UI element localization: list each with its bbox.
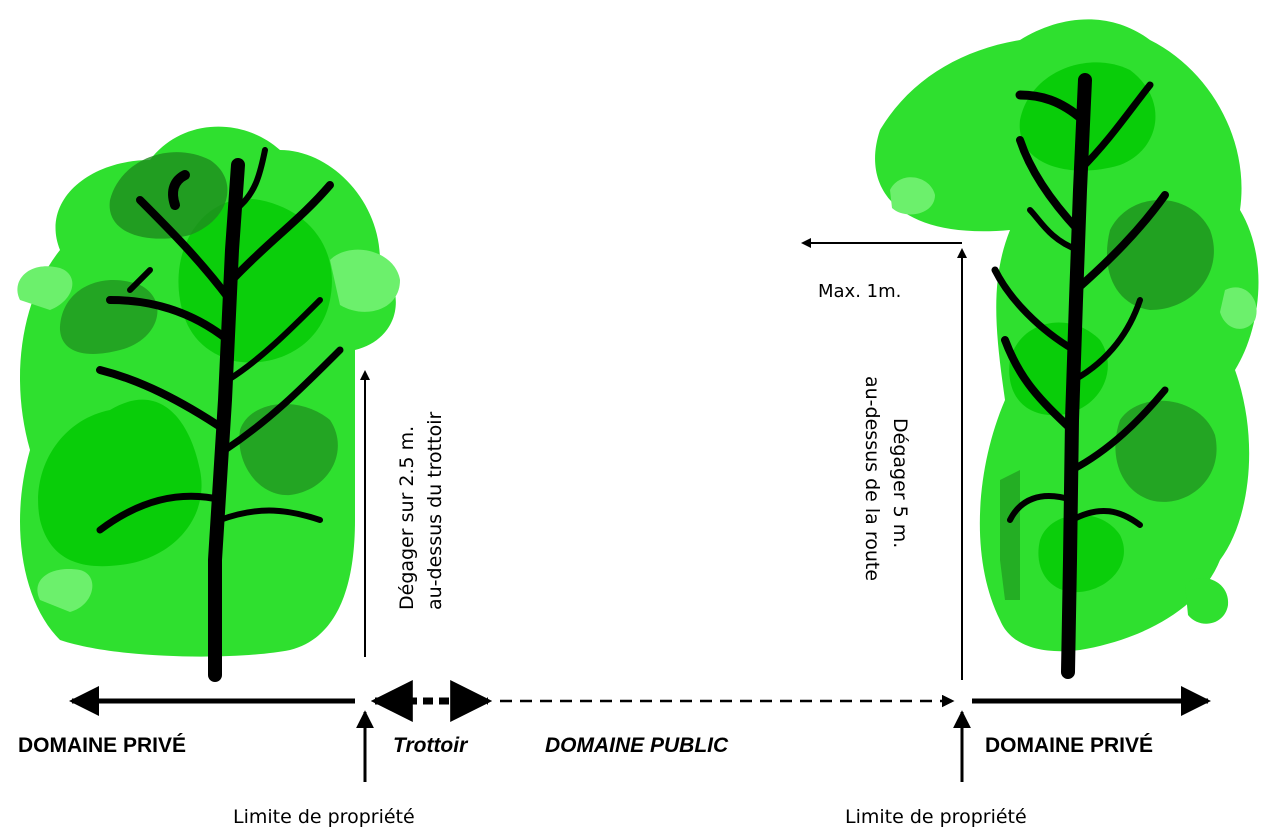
svg-text:au-dessus du trottoir: au-dessus du trottoir [424, 412, 446, 610]
left-tree-icon [17, 126, 400, 682]
left-tree-trunk [96, 147, 344, 682]
svg-text:Dégager sur 2.5 m.: Dégager sur 2.5 m. [396, 426, 418, 610]
property-limit-right-label: Limite de propriété [845, 806, 1027, 828]
svg-text:Dégager 5 m.: Dégager 5 m. [889, 418, 911, 548]
overhang-label: Max. 1m. [818, 281, 901, 302]
private-left-label: DOMAINE PRIVÉ [18, 734, 186, 757]
left-clearance-label: Dégager sur 2.5 m. au-dessus du trottoir [396, 412, 446, 610]
right-clearance-label: Dégager 5 m. au-dessus de la route [861, 376, 911, 581]
right-tree-trunk [991, 73, 1169, 679]
right-tree-foliage [875, 19, 1259, 652]
private-right-label: DOMAINE PRIVÉ [985, 734, 1153, 757]
right-tree-icon [875, 19, 1259, 679]
sidewalk-label: Trottoir [393, 734, 469, 757]
svg-text:au-dessus de la route: au-dessus de la route [861, 376, 883, 581]
public-label: DOMAINE PUBLIC [545, 734, 729, 757]
property-limit-left-label: Limite de propriété [233, 806, 415, 828]
